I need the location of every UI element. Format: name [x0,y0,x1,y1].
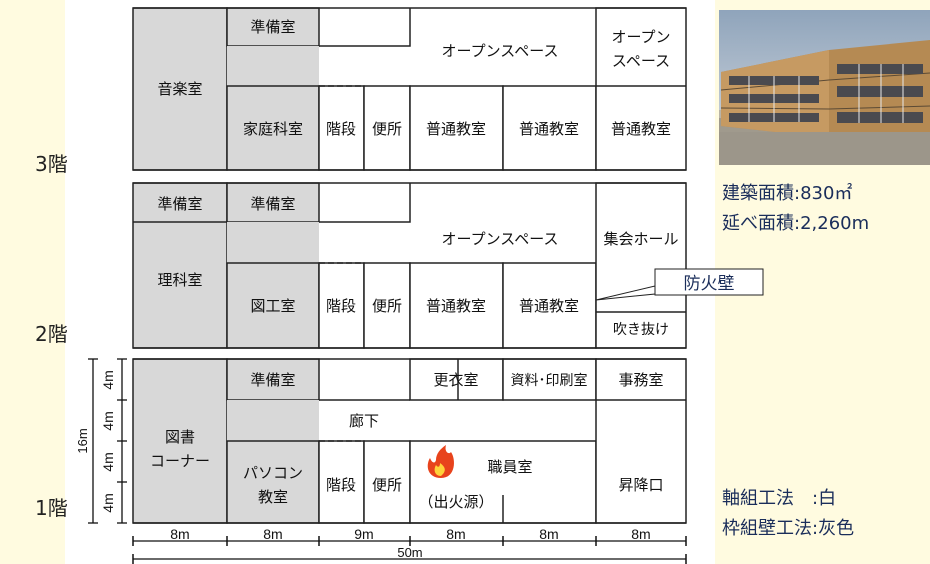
dim-total: 50m [397,545,422,560]
depth-dimensions [88,358,127,524]
building-photo [719,10,930,165]
label-library-line2: コーナー [150,453,210,470]
room-art [226,262,320,349]
dim-d3: 4m [100,452,116,471]
gray-space-2 [227,222,319,263]
label-stairs-1: 階段 [326,477,356,494]
floor-label-2: 2階 [35,322,68,346]
label-class-2b: 普通教室 [519,298,579,315]
room-class-3b [502,85,597,171]
label-corridor: 廊下 [349,413,379,430]
firewall-label: 防火壁 [684,274,735,293]
label-staff: 職員室 [487,459,532,476]
label-office: 事務室 [618,372,663,389]
legend-white: 軸組工法 :白 [722,488,837,509]
label-stairs-2: 階段 [326,298,356,315]
dim-w3: 9m [354,526,373,542]
label-fire-origin: （出火源） [418,494,493,511]
label-art: 図工室 [250,298,295,315]
fire-icon [427,445,454,478]
room-science [132,182,228,349]
label-prep-2b: 準備室 [250,196,295,213]
gray-space-3 [227,46,319,86]
label-print: 資料･印刷室 [511,372,588,388]
floor-3 [132,7,687,171]
label-locker: 更衣室 [433,372,478,389]
room-library [132,358,228,524]
dim-w5: 8m [539,526,558,542]
label-music: 音楽室 [157,81,202,98]
legend-gray: 枠組壁工法:灰色 [722,518,855,539]
room-prep-2b [226,182,320,223]
firewall-callout: 防火壁 [595,268,764,301]
room-stairs-2 [318,262,365,349]
label-homeec: 家庭科室 [243,121,303,138]
label-toilet-2: 便所 [372,298,402,315]
floor-2 [132,182,687,349]
label-toilet-1: 便所 [372,477,402,494]
label-class-3a: 普通教室 [426,121,486,138]
room-toilet-3 [363,85,411,171]
label-atrium: 吹き抜け [613,321,669,337]
label-entrance: 昇降口 [618,477,663,494]
label-prep-3a: 準備室 [250,19,295,36]
label-openspace-3: オープンスペース [441,43,558,60]
label-prep-2a: 準備室 [157,196,202,213]
gray-space-1 [227,400,319,441]
floor-label-1: 1階 [35,496,68,520]
dim-depth-total: 16m [75,428,90,453]
label-science: 理科室 [157,272,202,289]
room-toilet-1 [363,440,411,524]
label-stairs-3: 階段 [326,121,356,138]
label-class-3b: 普通教室 [519,121,579,138]
room-class-3c [595,7,687,171]
label-pc-line1: パソコン [243,465,303,482]
width-dimensions [132,536,687,564]
room-print [502,358,597,401]
room-class-2b [502,262,597,349]
building-area: 建築面積:830㎡ [722,183,853,204]
dim-d2: 4m [100,411,116,430]
dim-d1: 4m [100,370,116,389]
dim-w1: 8m [170,526,189,542]
label-library-line1: 図書 [165,429,195,446]
label-prep-1: 準備室 [250,372,295,389]
room-class-3a [409,85,504,171]
room-pc [226,440,320,524]
label-hall: 集会ホール [603,231,678,248]
label-pc-line2: 教室 [258,489,288,506]
room-prep-1 [226,358,320,401]
label-openspace-3b-line2: スペース [612,53,670,70]
label-toilet-3: 便所 [372,121,402,138]
label-openspace-3b-line1: オープン [611,29,670,46]
label-class-2a: 普通教室 [426,298,486,315]
floor-area: 延べ面積:2,260m [722,213,870,234]
label-openspace-2: オープンスペース [441,231,558,248]
dim-w6: 8m [631,526,650,542]
dim-w2: 8m [263,526,282,542]
dim-w4: 8m [446,526,465,542]
label-class-3c: 普通教室 [611,121,671,138]
floor-label-3: 3階 [35,152,68,176]
room-music [132,7,228,171]
floor-1 [132,358,687,524]
dim-d4: 4m [100,493,116,512]
